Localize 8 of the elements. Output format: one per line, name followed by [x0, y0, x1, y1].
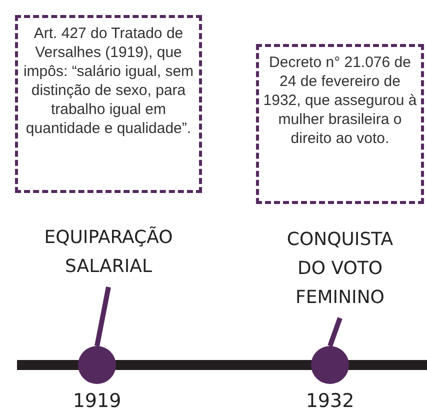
year-label: 1932: [306, 390, 354, 412]
note-box: Decreto n° 21.076 de 24 de fevereiro de 1932, que assegurou à mulher brasileira o direito ao voto.: [256, 44, 424, 204]
connector-line: [328, 317, 342, 347]
connector-line: [94, 286, 111, 346]
event-heading: EQUIPARAÇÃO SALARIAL: [43, 225, 174, 279]
event-heading: CONQUISTA DO VOTO FEMININO: [286, 228, 394, 310]
note-box: Art. 427 do Tratado de Versalhes (1919), que impôs: “salário igual, sem distinção de sexo, para trabalho igual em quantidade e qualidade”.: [15, 15, 202, 193]
year-label: 1919: [72, 390, 122, 412]
